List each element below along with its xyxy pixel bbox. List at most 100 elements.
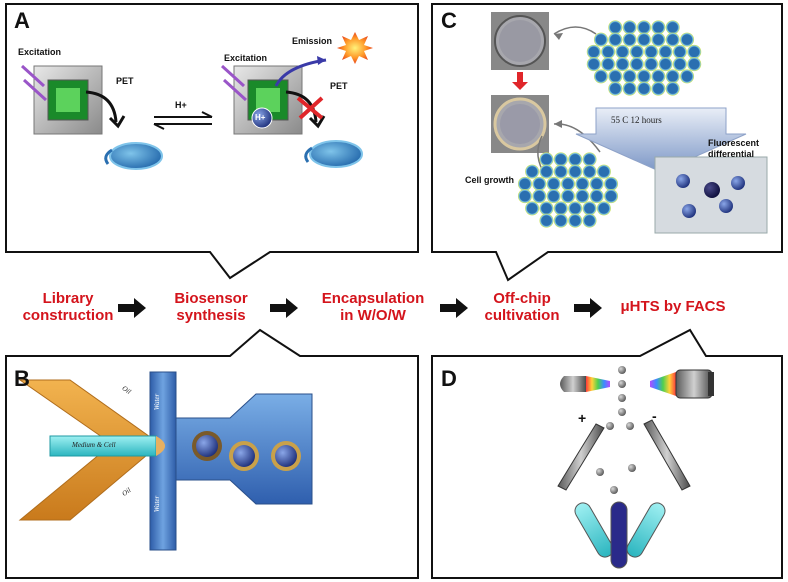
workflow-arrow-2	[270, 298, 298, 318]
microscope-image-bottom	[491, 95, 549, 153]
workflow-step-biosensor-line2: synthesis	[176, 307, 246, 324]
encapsulated-cell	[687, 57, 702, 72]
encapsulated-cell	[575, 189, 590, 204]
encapsulated-cell	[651, 69, 666, 84]
encapsulated-cell	[553, 213, 568, 228]
encapsulated-cell	[582, 201, 597, 216]
encapsulated-cell	[561, 176, 575, 191]
panel-a-letter: A	[14, 8, 30, 33]
encapsulated-cell	[539, 213, 554, 228]
encapsulated-cell	[546, 189, 561, 204]
encapsulated-cell	[539, 201, 554, 216]
encapsulated-cell	[596, 201, 611, 216]
medium-cell-label: Medium & Cell	[72, 441, 116, 449]
h-plus-ion-label: H+	[255, 113, 266, 122]
workflow-step-cultivation: Off-chip cultivation	[474, 290, 570, 324]
workflow-step-library-line1: Library	[42, 290, 94, 307]
encapsulated-cell	[658, 44, 673, 59]
workflow-step-facs: μHTS by FACS	[606, 298, 740, 315]
encapsulated-cell	[651, 32, 666, 47]
workflow-step-library-line2: construction	[22, 307, 114, 324]
water-label-bottom: Water	[153, 495, 162, 513]
encapsulated-cell	[665, 32, 680, 47]
workflow-arrow-1	[118, 298, 146, 318]
encapsulated-cell	[637, 20, 651, 35]
pet-label-left: PET	[116, 76, 134, 86]
encapsulated-cell	[651, 81, 666, 96]
condition-label: 55 C 12 hours	[611, 115, 662, 125]
encapsulated-cell	[568, 164, 583, 179]
encapsulated-cell	[608, 69, 623, 84]
encapsulated-cell	[680, 32, 695, 47]
cell-growth-label: Cell growth	[465, 175, 514, 185]
red-down-arrow	[512, 72, 528, 90]
encapsulated-cell	[608, 32, 623, 47]
encapsulated-cell	[665, 20, 680, 35]
h-plus-equilibrium-label: H+	[175, 100, 187, 110]
encapsulated-cell	[568, 152, 583, 167]
facs-sorter	[557, 366, 714, 569]
encapsulated-cell	[546, 176, 561, 191]
encapsulated-cell	[644, 57, 659, 72]
excitation-arrows-left	[20, 64, 48, 102]
workflow-step-encapsulation-line1: Encapsulation	[321, 290, 425, 307]
encapsulated-cell	[601, 44, 616, 59]
encapsulated-cell	[637, 32, 651, 47]
excitation-label-right: Excitation	[224, 53, 268, 63]
microscope-image-top	[491, 12, 549, 70]
encapsulated-cell	[517, 176, 532, 191]
encapsulated-cell	[525, 164, 540, 179]
encapsulated-cell	[604, 189, 619, 204]
workflow-step-biosensor-line1: Biosensor	[174, 290, 248, 307]
encapsulated-cell	[644, 44, 659, 59]
encapsulated-cell	[582, 213, 597, 228]
encapsulated-cell	[568, 213, 583, 228]
encapsulated-cell	[604, 176, 619, 191]
encapsulated-cell	[615, 44, 630, 59]
encapsulated-cell	[615, 57, 630, 72]
encapsulated-cell	[622, 20, 637, 35]
encapsulated-cell	[622, 69, 637, 84]
emission-arrow	[274, 56, 327, 87]
encapsulated-cell	[553, 201, 568, 216]
encapsulated-cell	[525, 201, 540, 216]
workflow-step-cultivation-line2: cultivation	[484, 307, 560, 324]
encapsulated-cell	[568, 201, 583, 216]
encapsulated-cell	[629, 44, 644, 59]
encapsulated-cell	[622, 81, 637, 96]
encapsulated-cell	[582, 152, 597, 167]
minus-electrode-label: -	[652, 408, 657, 424]
fluorescent-label: Fluorescent	[708, 138, 760, 148]
link-arrow-top	[553, 26, 597, 35]
encapsulated-cell	[553, 152, 568, 167]
encapsulated-cell	[651, 20, 666, 35]
encapsulated-cell	[586, 57, 601, 72]
big-process-arrow	[575, 107, 747, 173]
encapsulated-cell	[539, 164, 554, 179]
encapsulated-cell	[665, 81, 680, 96]
workflow-arrow-3	[440, 298, 468, 318]
workflow-step-encapsulation-line2: in W/O/W	[340, 307, 406, 324]
encapsulated-cell	[586, 44, 601, 59]
cell-cluster-bottom	[517, 152, 619, 228]
fluorescent-plate	[654, 156, 768, 234]
workflow-step-encapsulation: Encapsulation in W/O/W	[310, 290, 436, 324]
encapsulated-cell	[608, 20, 623, 35]
workflow-step-biosensor: Biosensor synthesis	[156, 290, 266, 324]
encapsulated-cell	[517, 189, 532, 204]
panel-a-callout	[5, 3, 419, 280]
encapsulated-cell	[553, 164, 568, 179]
sensor-left	[33, 65, 163, 170]
encapsulated-cell	[539, 152, 554, 167]
encapsulated-cell	[532, 176, 547, 191]
panel-c-letter: C	[441, 8, 457, 33]
equilibrium-arrows	[153, 111, 213, 130]
cell-cluster-top	[586, 20, 702, 96]
encapsulated-cell	[601, 57, 616, 72]
encapsulated-cell	[672, 44, 687, 59]
encapsulated-cell	[665, 69, 680, 84]
encapsulated-cell	[680, 69, 695, 84]
water-label-top: Water	[153, 393, 162, 411]
encapsulated-cell	[589, 189, 604, 204]
